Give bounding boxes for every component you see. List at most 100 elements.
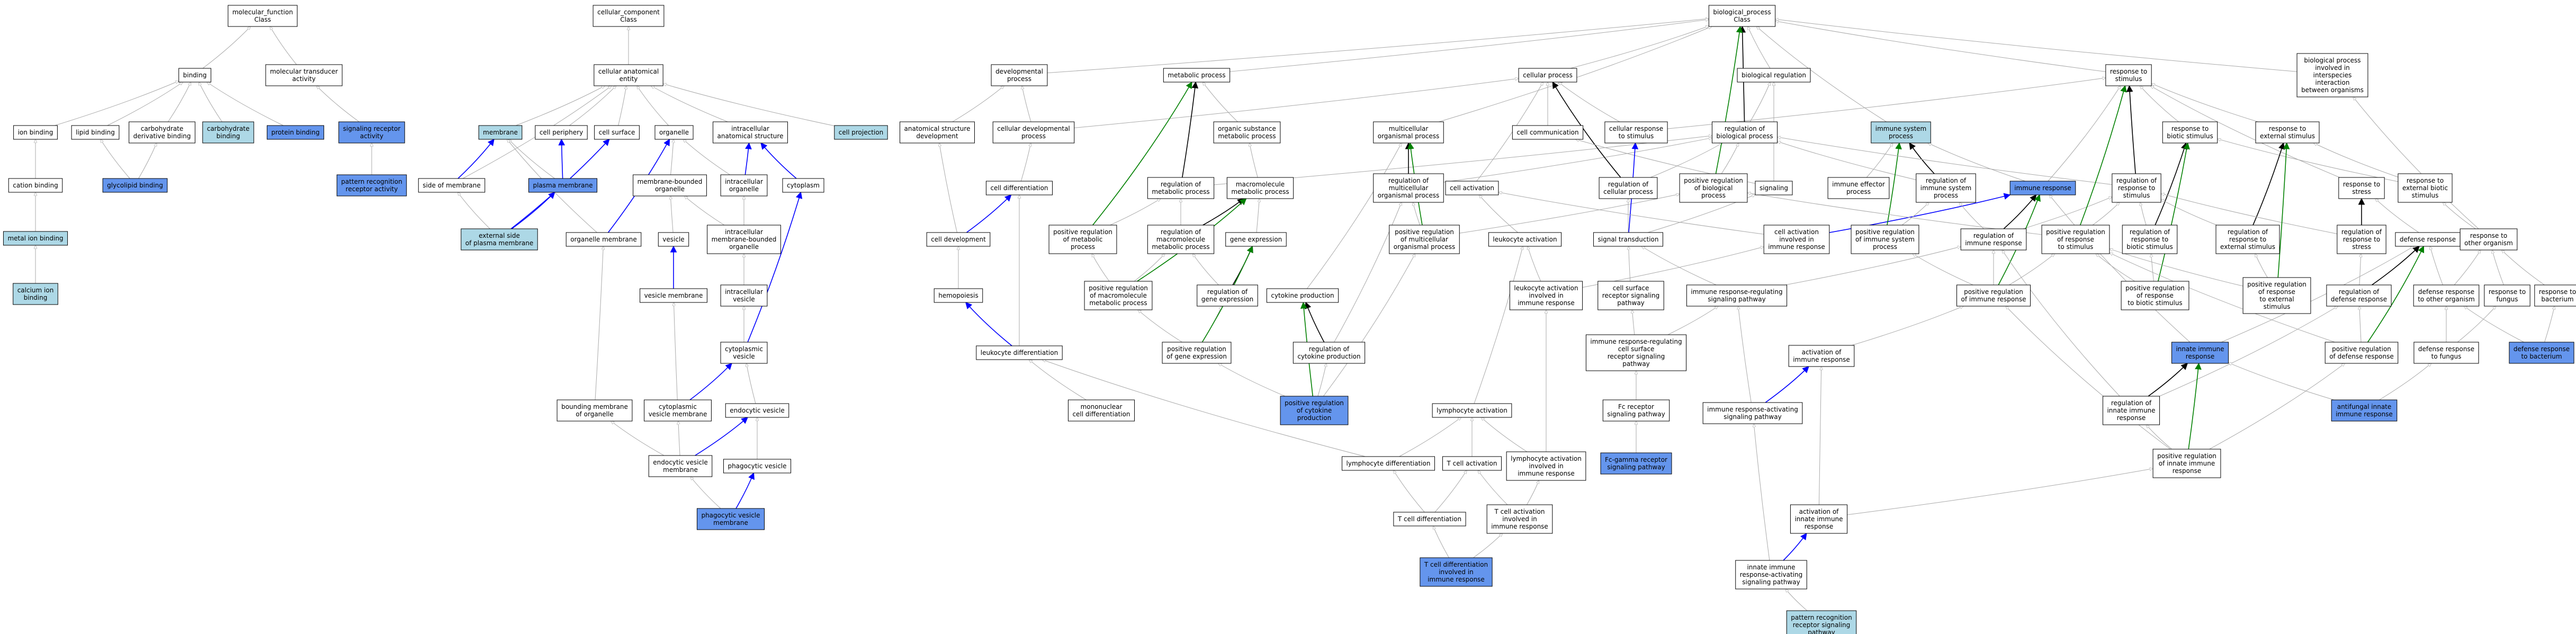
edge-is-a [2110,253,2335,343]
edge-positively-regulates [2079,85,2127,226]
node-box [102,178,168,193]
node-box [8,178,63,193]
node-label-line: regulation of [1207,288,1248,296]
edge-regulates [2252,142,2285,226]
go-node-celldev: cell development [926,232,991,247]
node-label-line: immune response [1965,239,2022,247]
node-box [1389,225,1460,254]
edge-positively-regulates [2277,142,2290,278]
edge-is-a [1778,141,1916,180]
node-box [1048,225,1117,254]
edge-is-a [1439,26,1711,122]
edge-regulates [2155,142,2188,226]
node-box [654,125,694,140]
node-box [202,121,254,144]
node-label-line: innate immune [1747,564,1795,571]
node-label-line: biotic stimulus [2126,243,2173,251]
node-box [336,174,407,197]
node-label-line: involved in [1439,568,1474,576]
node-label-line: cellular process [1603,188,1653,195]
node-box [782,178,824,193]
edge-is-a [2048,86,2121,182]
edge-is-a [1022,86,1031,122]
node-box [1960,228,2027,251]
node-label-line: activation of [1799,508,1839,515]
node-label-line: positive regulation [1855,228,1915,236]
node-label-line: T cell differentiation [1424,561,1488,568]
node-box [934,288,983,303]
edge-is-a [168,82,191,122]
node-label-line: positive regulation [1167,345,1226,353]
edge-is-a [1778,137,2112,185]
node-label-line: organelle [729,243,759,251]
node-label-line: involved in [1529,292,1564,299]
go-node-leukodiff: leukocyte differentiation [976,345,1063,360]
node-box [1293,342,1366,364]
edge-is-a [637,86,669,126]
node-label-line: cellular developmental [997,125,1070,132]
node-box [557,399,633,422]
node-box [2009,181,2076,195]
node-label-line: response [2186,353,2215,360]
node-label-line: signal transduction [1598,236,1659,243]
node-label-line: derivative binding [133,132,191,140]
edge-is-a [1667,306,1718,335]
node-box [2242,277,2311,314]
node-box [2171,342,2229,364]
node-box [2324,342,2399,364]
node-label-line: stimulus [2412,192,2439,199]
edge-is-a [1399,417,1461,457]
node-label-line: cell surface [1613,284,1649,292]
node-box [461,228,538,251]
node-label-line: phagocytic vesicle [728,462,786,470]
edge-is-a [1323,254,1415,397]
node-label-line: biological regulation [1742,72,1806,79]
node-label-line: of organelle [576,410,613,418]
node-label-line: to bacterium [2521,353,2562,360]
node-box [338,121,405,144]
edge-is-a [2314,143,2399,177]
node-label-line: intracellular [725,228,763,236]
node-label-line: bounding membrane [561,403,628,410]
edge-is-a [1020,143,1031,182]
node-box [725,403,789,418]
node-label-line: molecular_function [232,8,293,16]
edge-is-a [1134,254,1165,282]
node-label-line: anatomical structure [717,132,784,140]
node-label-line: carbohydrate [207,125,250,132]
edge-part-of [747,191,803,343]
edge-is-a [508,139,555,179]
node-label-line: immune response [1518,470,1575,477]
edge-is-a [2023,197,2112,229]
node-label-line: leukocyte activation [1493,236,1557,243]
node-box [658,232,689,247]
edge-is-a [684,196,725,226]
node-label-line: binding [217,132,240,140]
node-label-line: regulation of [1926,177,1967,184]
node-label-line: cell differentiation [990,184,1048,192]
node-label-line: regulation of [2339,288,2380,296]
node-box [566,232,642,247]
edge-is-a [1250,143,1258,178]
node-label-line: external biotic [2402,184,2448,192]
edge-is-a [1434,470,1467,513]
go-node-glycolipid: glycolipid binding [102,178,168,193]
node-box [1488,232,1562,247]
node-box [2105,64,2152,86]
node-label-line: positive regulation [2247,281,2306,288]
go-node-metalion: metal ion binding [3,231,68,246]
go-node-bioreg: biological regulation [1737,68,1811,83]
